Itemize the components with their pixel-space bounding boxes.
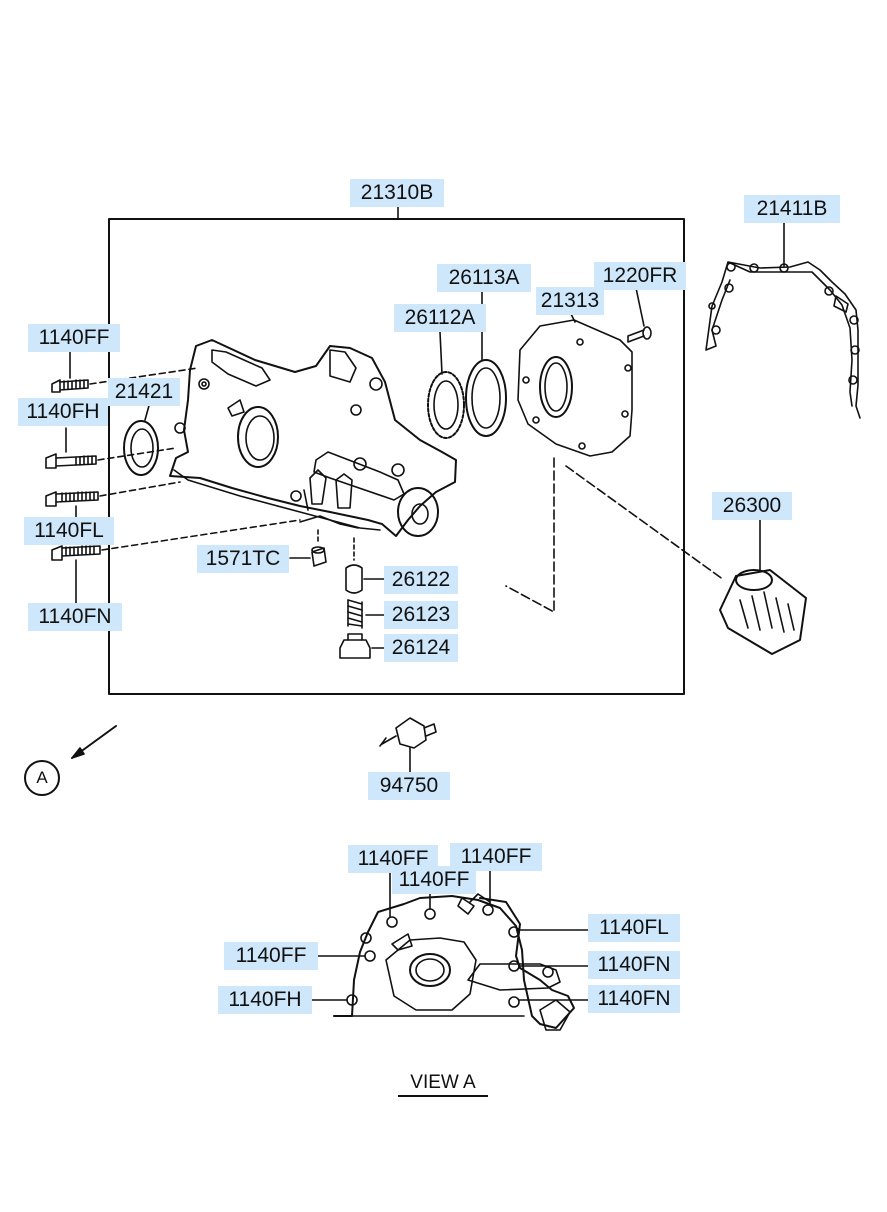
view-a-marker: A	[24, 760, 60, 796]
label-26124[interactable]: 26124	[384, 634, 458, 662]
view-a-label-1140FF[interactable]: 1140FF	[392, 866, 476, 894]
label-21421[interactable]: 21421	[108, 378, 180, 406]
view-a-label-1140FN[interactable]: 1140FN	[588, 951, 680, 979]
gasket-21411B	[705, 221, 861, 419]
bolt-1140FN	[51, 519, 301, 605]
label-26123[interactable]: 26123	[384, 601, 458, 629]
label-26113A[interactable]: 26113A	[437, 264, 531, 292]
filter-leader-line	[505, 457, 725, 613]
oil-filter-26300	[719, 519, 807, 655]
view-a-leaders	[311, 869, 589, 1001]
view-a-housing	[333, 893, 575, 1031]
view-a-caption: VIEW A	[398, 1071, 488, 1097]
label-26300[interactable]: 26300	[712, 492, 792, 520]
relief-plug-26124	[339, 633, 385, 659]
label-26122[interactable]: 26122	[384, 566, 458, 594]
view-arrow	[71, 725, 117, 759]
relief-plunger-26122	[345, 537, 385, 594]
bolt-1140FH	[45, 427, 177, 469]
label-26112A[interactable]: 26112A	[394, 304, 486, 332]
label-1140FN[interactable]: 1140FN	[28, 603, 122, 631]
label-1571TC[interactable]: 1571TC	[197, 545, 289, 573]
label-1140FL[interactable]: 1140FL	[24, 517, 114, 545]
view-a-label-1140FN[interactable]: 1140FN	[588, 985, 680, 1013]
bolt-1140FF	[51, 351, 199, 393]
view-a-label-1140FH[interactable]: 1140FH	[218, 986, 312, 1014]
view-a-label-1140FL[interactable]: 1140FL	[588, 914, 680, 942]
label-21411B[interactable]: 21411B	[744, 195, 840, 223]
inner-rotor-26112A	[427, 331, 465, 439]
assembly-frame	[108, 206, 685, 695]
bolt-1140FL	[45, 481, 181, 519]
label-21310B[interactable]: 21310B	[350, 179, 444, 207]
oil-pressure-switch-94750	[379, 717, 437, 773]
label-21313[interactable]: 21313	[536, 287, 604, 315]
view-a-label-1140FF[interactable]: 1140FF	[224, 942, 318, 970]
view-a-label-1140FF[interactable]: 1140FF	[450, 843, 542, 871]
screw-1220FR	[627, 287, 652, 343]
relief-spring-26123	[347, 599, 385, 629]
pump-cover-21313	[517, 311, 633, 457]
label-1140FH[interactable]: 1140FH	[18, 398, 108, 426]
label-1140FF[interactable]: 1140FF	[28, 324, 120, 352]
label-1220FR[interactable]: 1220FR	[594, 262, 686, 290]
oil-seal-21421	[123, 401, 159, 476]
label-94750[interactable]: 94750	[368, 772, 450, 800]
plug-1571TC	[289, 529, 327, 567]
pump-housing	[169, 339, 457, 537]
